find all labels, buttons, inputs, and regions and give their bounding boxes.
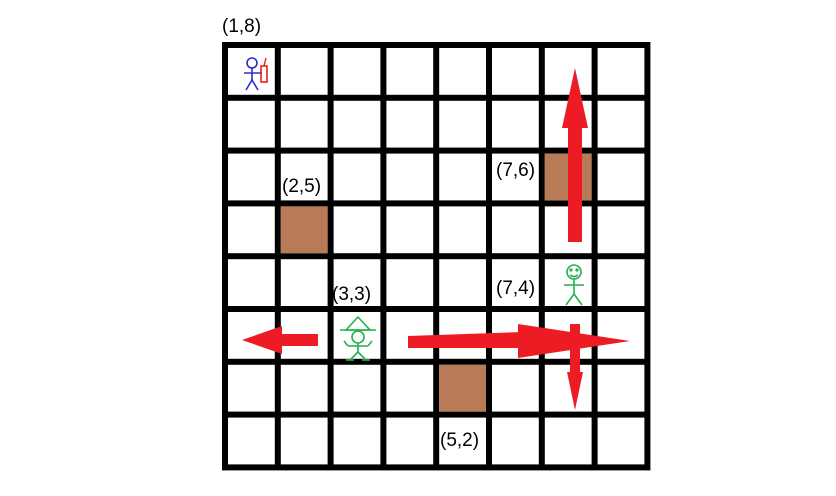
grid-cell: [492, 48, 539, 95]
blue-stick-figure-icon: [244, 57, 262, 91]
grid-cell: [333, 259, 381, 306]
grid-cell: [280, 364, 328, 412]
grid-cell: [597, 153, 645, 201]
left-arrow: [242, 326, 318, 354]
grid-cell: [544, 259, 592, 306]
grid-cell: [280, 417, 328, 465]
grid-cell: [386, 259, 434, 306]
grid-cell: [544, 364, 592, 412]
grid-cell: [333, 48, 381, 95]
obstacle-block: [280, 206, 328, 254]
grid-cell: [386, 48, 434, 95]
label-wizard-green: (3,3): [332, 284, 372, 305]
grid-cell: [492, 206, 539, 254]
label-obstacle-7-6: (7,6): [496, 160, 536, 181]
grid-cell: [228, 259, 275, 306]
grid-cell: [492, 153, 539, 201]
green-stick-figure-icon: [564, 264, 584, 306]
grid-cell: [597, 417, 645, 465]
grid-cell: [386, 100, 434, 148]
grid-cell: [597, 259, 645, 306]
grid-cell: [386, 364, 434, 412]
grid-cell: [386, 153, 434, 201]
grid-cell: [228, 206, 275, 254]
grid-cell: [333, 206, 381, 254]
grid-cell: [333, 100, 381, 148]
up-arrow: [562, 68, 588, 242]
grid-cell: [333, 417, 381, 465]
grid-cell: [228, 417, 275, 465]
grid-cell: [439, 206, 486, 254]
grid-cell: [439, 48, 486, 95]
grid-cell: [597, 206, 645, 254]
grid-cell: [280, 48, 328, 95]
grid-cell: [439, 417, 486, 465]
dynamite-icon: [260, 57, 268, 83]
grid-cell: [597, 48, 645, 95]
label-person-green: (7,4): [496, 278, 536, 299]
grid-cell: [439, 100, 486, 148]
grid-cell: [492, 100, 539, 148]
label-obstacle-2-5: (2,5): [282, 176, 322, 197]
grid-cell: [280, 100, 328, 148]
grid-cell: [597, 364, 645, 412]
obstacle-block: [439, 364, 486, 412]
grid-cell: [280, 153, 328, 201]
wizard-figure-icon: [340, 315, 376, 361]
down-arrow: [567, 324, 583, 410]
grid-cell: [544, 417, 592, 465]
grid-cell: [439, 259, 486, 306]
grid-cell: [228, 100, 275, 148]
grid-cell: [386, 417, 434, 465]
grid-cell: [280, 259, 328, 306]
grid-cell: [597, 100, 645, 148]
grid-cell: [228, 153, 275, 201]
label-player-blue: (1,8): [222, 16, 262, 37]
grid-cell: [439, 153, 486, 201]
grid-cell: [333, 364, 381, 412]
grid-cell: [544, 48, 592, 95]
grid-cell: [492, 417, 539, 465]
grid-cell: [386, 206, 434, 254]
label-obstacle-5-2: (5,2): [440, 430, 480, 451]
grid-cell: [333, 153, 381, 201]
grid-cell: [333, 312, 381, 359]
grid-cell: [492, 259, 539, 306]
grid-cell: [597, 312, 645, 359]
grid-cell: [492, 364, 539, 412]
grid-cell: [228, 364, 275, 412]
